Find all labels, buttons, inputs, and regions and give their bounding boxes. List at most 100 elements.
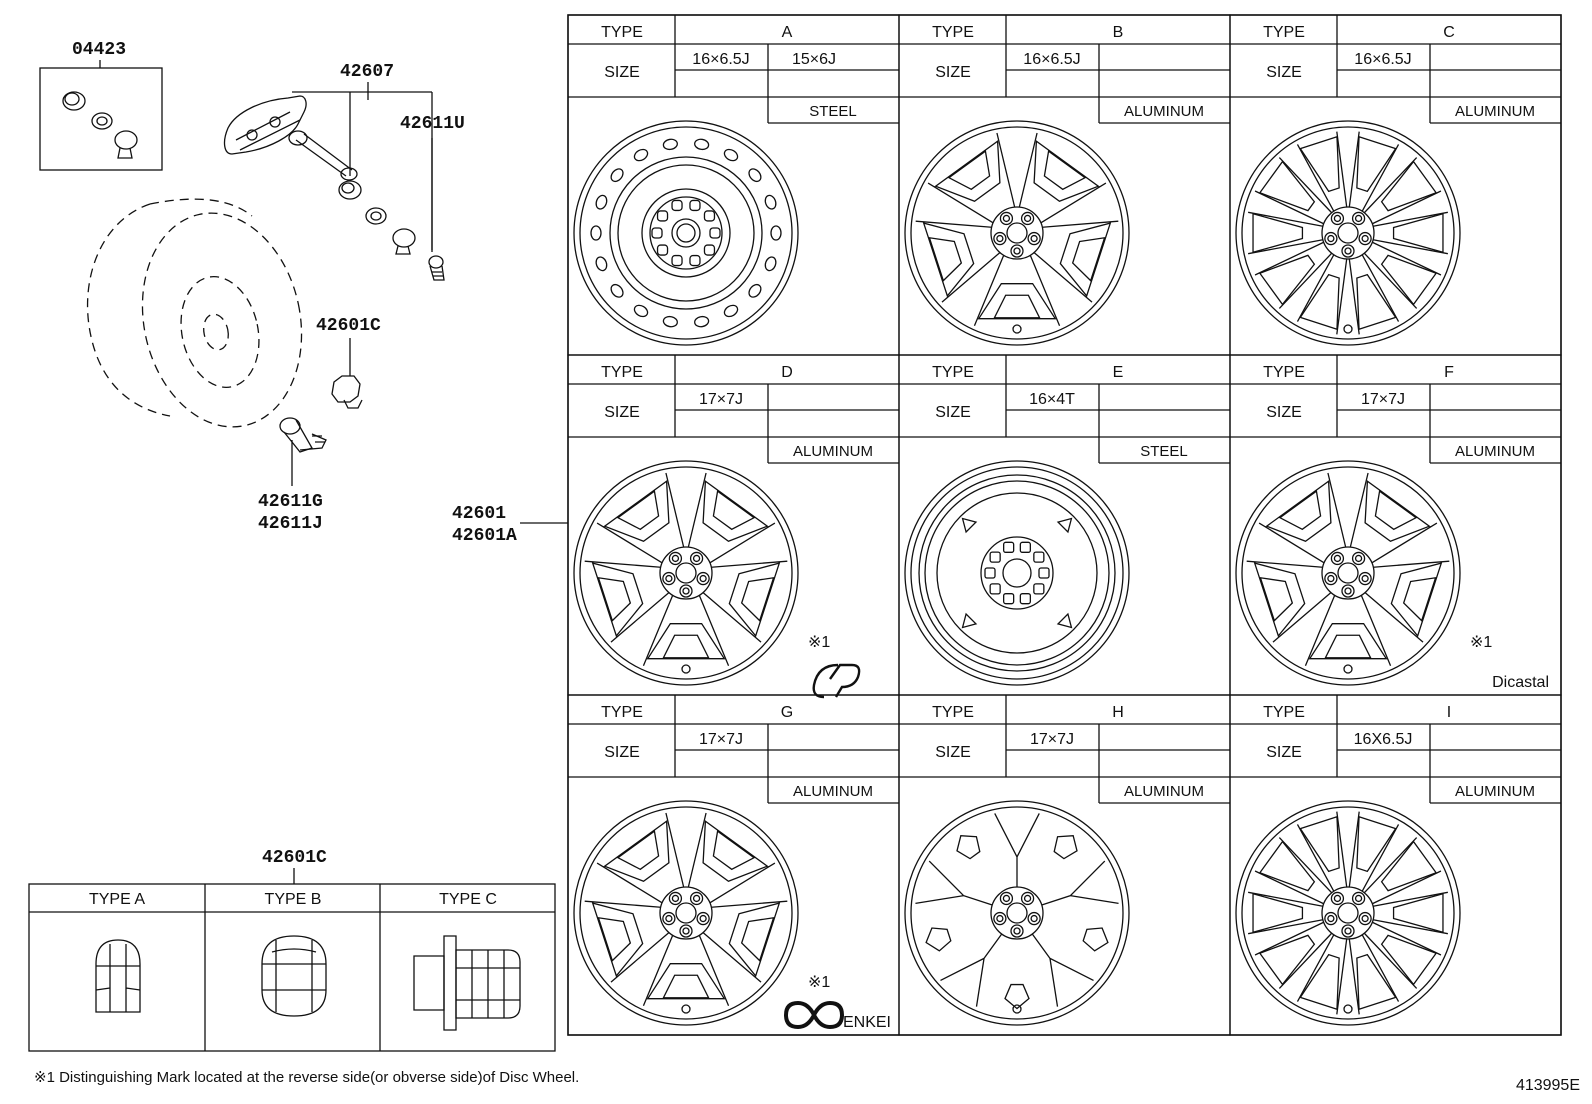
wheel-size-primary: 16×4T — [1029, 391, 1075, 408]
wheel-type-letter: C — [1443, 24, 1455, 41]
distinguishing-mark-note: ※1 — [1470, 634, 1492, 651]
wheel-size-primary: 16×6.5J — [1023, 51, 1080, 68]
wheel-alloy5-icon — [904, 120, 1130, 346]
maker-cp-logo — [812, 663, 861, 699]
type-header-label: TYPE — [601, 364, 643, 381]
wheel-alloy5b-icon — [1235, 460, 1461, 686]
type-header-label: TYPE — [1263, 364, 1305, 381]
size-header-label: SIZE — [1266, 64, 1302, 81]
size-header-label: SIZE — [604, 744, 640, 761]
wheel-material-label: ALUMINUM — [1124, 783, 1204, 800]
type-header-label: TYPE — [1263, 24, 1305, 41]
sensor-nut-icon — [338, 180, 362, 200]
size-header-label: SIZE — [935, 64, 971, 81]
size-header-label: SIZE — [1266, 744, 1302, 761]
maker-dicastal-text: Dicastal — [1492, 674, 1549, 691]
type-header-label: TYPE — [932, 24, 974, 41]
grommet-icon — [91, 112, 113, 130]
tire-outline-icon — [86, 198, 303, 428]
wheel-material-label: ALUMINUM — [1455, 103, 1535, 120]
maker-enkei-text: ENKEI — [843, 1014, 891, 1031]
wheel-alloy10-icon — [1235, 120, 1461, 346]
nut-type-c-label: TYPE C — [439, 891, 497, 908]
part-42611G-group: 42611G 42611J — [258, 417, 327, 534]
wheel-type-letter: B — [1113, 24, 1124, 41]
type-header-label: TYPE — [601, 24, 643, 41]
valve-cap-icon — [62, 91, 86, 111]
wheel-size-secondary: 15×6J — [792, 51, 836, 68]
wheel-material-label: ALUMINUM — [1124, 103, 1204, 120]
tpms-sensor-icon — [223, 95, 358, 181]
wheel-size-primary: 17×7J — [699, 731, 743, 748]
hub-nut-icon — [331, 375, 363, 409]
wheel-size-primary: 16×6.5J — [692, 51, 749, 68]
part-label-42601: 42601 — [452, 504, 506, 524]
size-header-label: SIZE — [935, 744, 971, 761]
maker-enkei-logo: ENKEI — [783, 1000, 891, 1031]
size-header-label: SIZE — [604, 64, 640, 81]
part-label-42601C-nut: 42601C — [262, 848, 327, 868]
wheel-material-label: ALUMINUM — [1455, 783, 1535, 800]
size-header-label: SIZE — [1266, 404, 1302, 421]
wheel-alloy5b-icon — [573, 800, 799, 1026]
distinguishing-mark-note: ※1 — [808, 974, 830, 991]
wheel-type-letter: H — [1112, 704, 1124, 721]
wheel-alloy5b-icon — [573, 460, 799, 686]
nut-type-c-icon — [413, 935, 521, 1031]
wheel-type-c-cell: TYPE C SIZE 16×6.5J ALUMINUM — [1229, 14, 1562, 356]
wheel-material-label: STEEL — [1140, 443, 1188, 460]
wheel-type-letter: D — [781, 364, 793, 381]
part-label-04423: 04423 — [72, 40, 126, 60]
part-42607-group: 42607 — [223, 62, 433, 255]
type-header-label: TYPE — [932, 364, 974, 381]
nut-type-b-icon — [261, 935, 327, 1017]
part-label-42601A: 42601A — [452, 526, 517, 546]
valve-core-icon — [114, 130, 138, 159]
wheel-type-h-cell: TYPE H SIZE 17×7J ALUMINUM — [898, 694, 1231, 1036]
wheel-steel-icon — [573, 120, 799, 346]
part-label-42607: 42607 — [340, 62, 394, 82]
wheel-type-b-cell: TYPE B SIZE 16×6.5J ALUMINUM — [898, 14, 1231, 356]
footnote-text: ※1 Distinguishing Mark located at the re… — [34, 1069, 579, 1086]
wheel-size-primary: 17×7J — [1361, 391, 1405, 408]
size-header-label: SIZE — [935, 404, 971, 421]
diagram-id: 413995E — [1516, 1077, 1580, 1094]
maker-dicastal-logo: Dicastal — [1492, 674, 1549, 691]
wheel-material-label: ALUMINUM — [1455, 443, 1535, 460]
wheel-type-letter: A — [782, 24, 793, 41]
part-label-42611J: 42611J — [258, 514, 323, 534]
valve-core-42611U-icon — [428, 255, 445, 281]
wheel-alloy10-icon — [1235, 800, 1461, 1026]
wheel-type-grid: TYPE A SIZE 16×6.5J 15×6J STEEL TYPE B SIZE 16×6.… — [567, 14, 1562, 1036]
wheel-size-primary: 17×7J — [699, 391, 743, 408]
wheel-type-letter: G — [781, 704, 793, 721]
part-42611U-group: 42611U — [400, 114, 465, 281]
wheel-type-e-cell: TYPE E SIZE 16×4T STEEL — [898, 354, 1231, 696]
wheel-size-primary: 16X6.5J — [1354, 731, 1413, 748]
part-04423-group: 04423 — [39, 40, 163, 171]
part-label-42611G: 42611G — [258, 492, 323, 512]
sensor-cap-icon — [392, 228, 416, 255]
nut-type-table: 42601C TYPE A TYPE B TYPE C — [28, 848, 556, 1052]
wheel-material-label: ALUMINUM — [793, 443, 873, 460]
wheel-type-letter: F — [1444, 364, 1454, 381]
sensor-washer-icon — [365, 207, 387, 225]
wheel-size-primary: 17×7J — [1030, 731, 1074, 748]
wheel-type-letter: E — [1113, 364, 1124, 381]
tire-valve-icon — [279, 417, 327, 453]
type-header-label: TYPE — [932, 704, 974, 721]
part-label-42611U: 42611U — [400, 114, 465, 134]
nut-type-b-label: TYPE B — [265, 891, 322, 908]
part-42601-group: 42601 42601A — [452, 504, 568, 546]
distinguishing-mark-note: ※1 — [808, 634, 830, 651]
nut-type-a-icon — [95, 939, 141, 1013]
type-header-label: TYPE — [1263, 704, 1305, 721]
part-42601C-top-group: 42601C — [316, 316, 381, 409]
wheel-size-primary: 16×6.5J — [1354, 51, 1411, 68]
